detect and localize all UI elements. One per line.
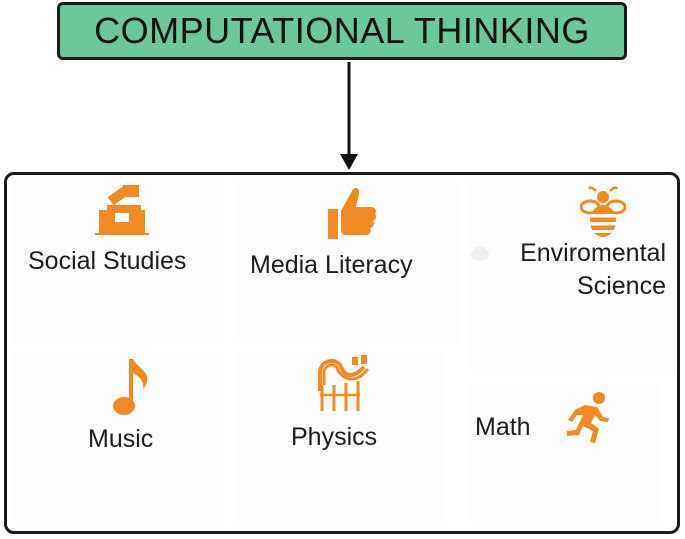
background-smudge bbox=[471, 247, 489, 261]
title-text: COMPUTATIONAL THINKING bbox=[94, 10, 590, 51]
subject-label-line: Science bbox=[577, 272, 666, 300]
connector-arrow bbox=[340, 62, 358, 170]
subject-label: Music bbox=[88, 425, 154, 453]
roller-coaster-icon bbox=[318, 355, 370, 411]
subject-label: Math bbox=[475, 413, 531, 441]
subject-label: Physics bbox=[291, 423, 378, 451]
subject-label-line: Enviromental bbox=[520, 239, 666, 267]
subjects-frame: Social Studies Media Literacy Enviroment… bbox=[4, 172, 680, 534]
subject-card-math: Math bbox=[467, 383, 662, 523]
subject-card-environmental-science: Enviromental Science bbox=[467, 179, 674, 371]
subject-card-social-studies: Social Studies bbox=[13, 179, 225, 343]
bee-icon bbox=[580, 186, 626, 237]
thumbs-up-icon bbox=[328, 187, 377, 239]
music-note-icon bbox=[113, 359, 148, 415]
ballot-box-icon bbox=[95, 185, 149, 235]
title-box: COMPUTATIONAL THINKING bbox=[57, 2, 627, 60]
subject-label: Enviromental Science bbox=[476, 237, 666, 303]
running-person-icon bbox=[567, 392, 609, 443]
subject-card-music: Music bbox=[13, 351, 225, 523]
subject-label: Media Literacy bbox=[250, 251, 413, 279]
subject-label: Social Studies bbox=[28, 247, 187, 275]
subject-card-media-literacy: Media Literacy bbox=[234, 179, 459, 343]
subject-card-physics: Physics bbox=[234, 351, 446, 523]
